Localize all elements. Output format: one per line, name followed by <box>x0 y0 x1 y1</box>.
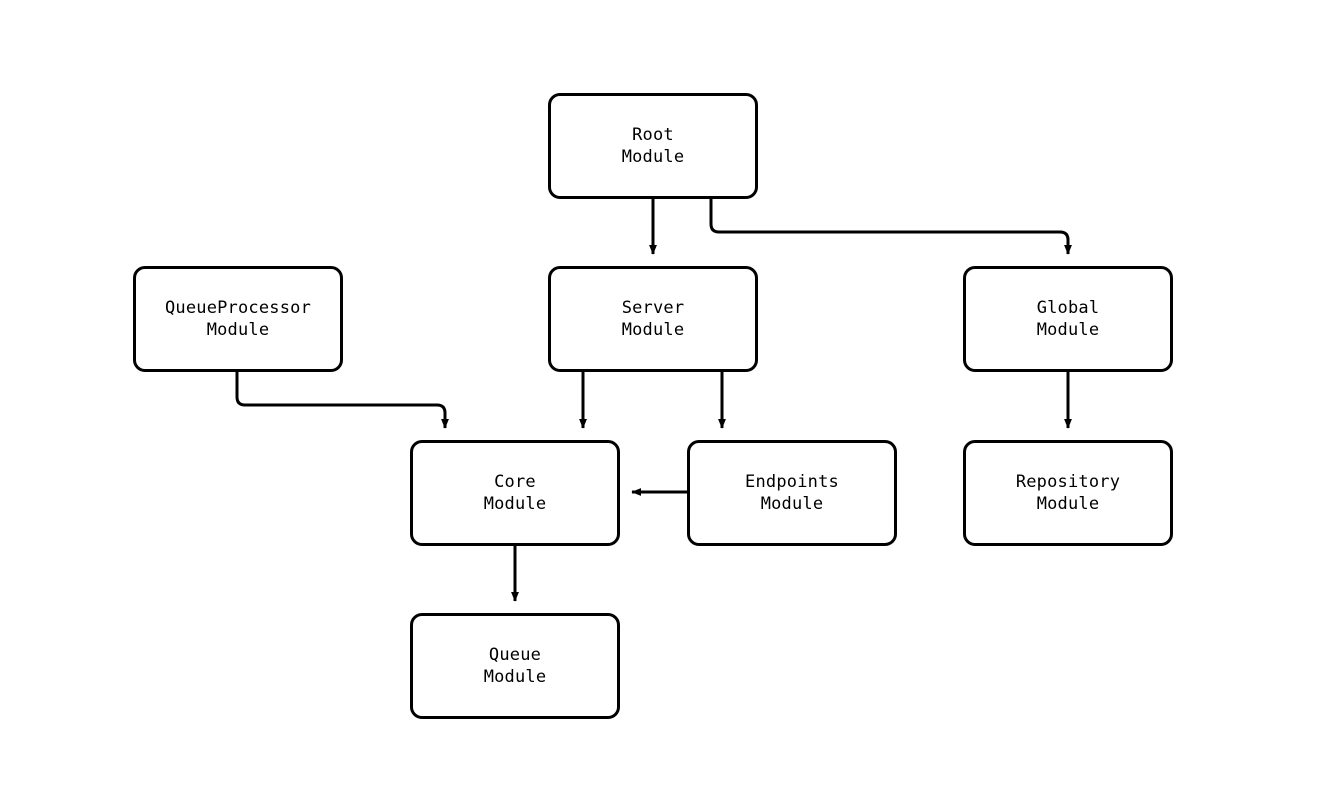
node-queueprocessor-name: QueueProcessor <box>164 298 312 318</box>
node-root-suffix: Module <box>621 147 685 167</box>
node-queue-suffix: Module <box>483 667 547 687</box>
node-root-name: Root <box>632 125 674 145</box>
node-endpoints-name: Endpoints <box>745 472 839 492</box>
node-global-suffix: Module <box>1036 320 1100 340</box>
node-server-name: Server <box>621 298 685 318</box>
node-queueprocessor[interactable]: QueueProcessor Module <box>133 266 343 372</box>
node-repository-suffix: Module <box>1036 494 1100 514</box>
node-queueprocessor-suffix: Module <box>206 320 270 340</box>
node-core-suffix: Module <box>483 494 547 514</box>
node-global[interactable]: Global Module <box>963 266 1173 372</box>
node-queue-name: Queue <box>488 645 542 665</box>
node-repository[interactable]: Repository Module <box>963 440 1173 546</box>
node-core-name: Core <box>494 472 536 492</box>
node-server-suffix: Module <box>621 320 685 340</box>
edge-root-to-global <box>709 199 1072 255</box>
node-endpoints[interactable]: Endpoints Module <box>687 440 897 546</box>
node-repository-name: Repository <box>1015 472 1121 492</box>
node-server[interactable]: Server Module <box>548 266 758 372</box>
edge-queueprocessor-to-core <box>235 372 449 429</box>
node-queue[interactable]: Queue Module <box>410 613 620 719</box>
node-core[interactable]: Core Module <box>410 440 620 546</box>
node-endpoints-suffix: Module <box>760 494 824 514</box>
node-root[interactable]: Root Module <box>548 93 758 199</box>
node-global-name: Global <box>1036 298 1100 318</box>
